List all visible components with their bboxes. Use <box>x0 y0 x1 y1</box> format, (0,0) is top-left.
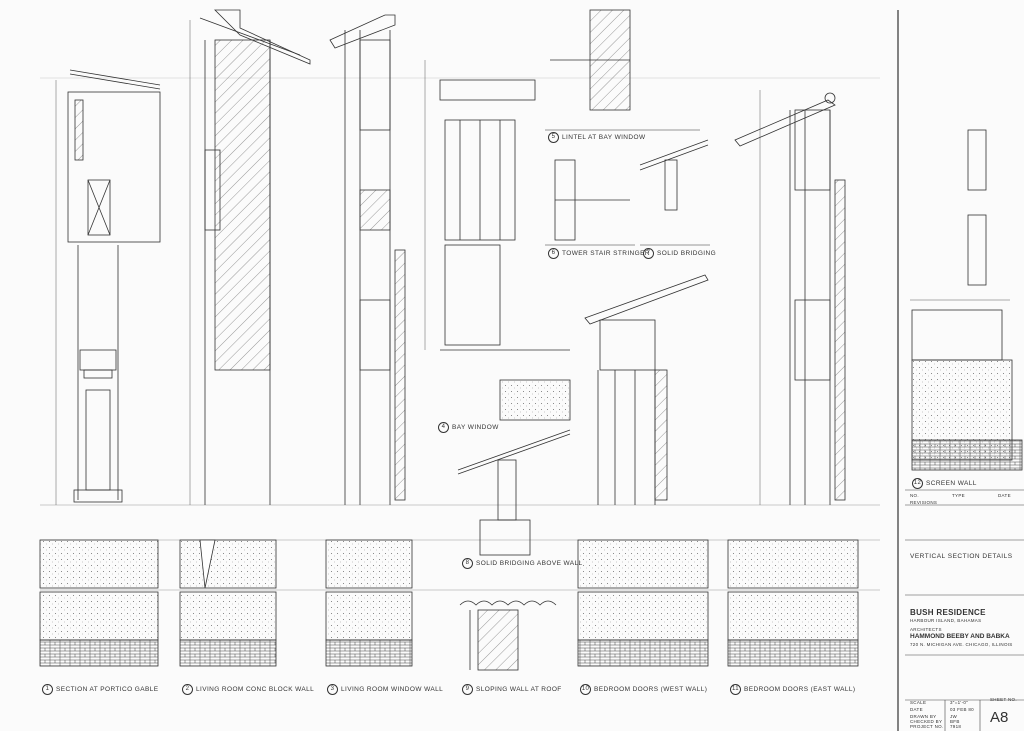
revisions-col-type: TYPE <box>952 493 965 498</box>
date-label: DATE <box>910 707 923 712</box>
checked-by-value: BFB <box>950 719 960 724</box>
detail-4-bay-window <box>424 60 571 421</box>
project-name: BUSH RESIDENCE <box>910 608 986 617</box>
project-location: HARBOUR ISLAND, BAHAMAS <box>910 618 982 623</box>
architects-label: ARCHITECTS <box>910 627 942 632</box>
detail-9-sloping-wall-at-roof <box>459 600 557 671</box>
detail-12-screen-wall <box>910 129 1023 471</box>
detail-6-tower-stair-stringer <box>545 159 635 246</box>
revisions-col-date: DATE <box>998 493 1011 498</box>
title-block-frame <box>905 489 1024 731</box>
detail-3-window-wall <box>325 14 413 667</box>
detail-10-bedroom-doors-west <box>577 274 709 667</box>
scale-label: SCALE <box>910 700 927 705</box>
revisions-col-no: NO. <box>910 493 919 498</box>
checked-by-label: CHECKED BY <box>910 719 943 724</box>
firm-name: HAMMOND BEEBY AND BABKA <box>910 633 1010 640</box>
detail-11-bedroom-doors-east <box>727 90 859 667</box>
project-no-value: 7918 <box>950 724 962 729</box>
detail-5-lintel <box>545 9 700 131</box>
revisions-label: REVISIONS <box>910 500 938 505</box>
drawn-by-label: DRAWN BY <box>910 714 937 719</box>
date-value: 03 FEB 80 <box>950 707 974 712</box>
sheet-number: A8 <box>990 709 1009 726</box>
detail-7-solid-bridging <box>639 139 710 246</box>
scale-value: 3"=1'-0" <box>950 700 969 705</box>
drawn-by-value: JW <box>950 714 958 719</box>
detail-2-conc-block-wall <box>179 9 311 667</box>
sheet-no-label: SHEET NO. <box>990 697 1017 702</box>
project-no-label: PROJECT NO. <box>910 724 944 729</box>
sheet-title: VERTICAL SECTION DETAILS <box>910 553 1013 560</box>
firm-address: 720 N. MICHIGAN AVE. CHICAGO, ILLINOIS <box>910 642 1013 647</box>
detail-8-solid-bridging-above-wall <box>457 429 571 556</box>
detail-1-portico-gable <box>39 69 161 667</box>
